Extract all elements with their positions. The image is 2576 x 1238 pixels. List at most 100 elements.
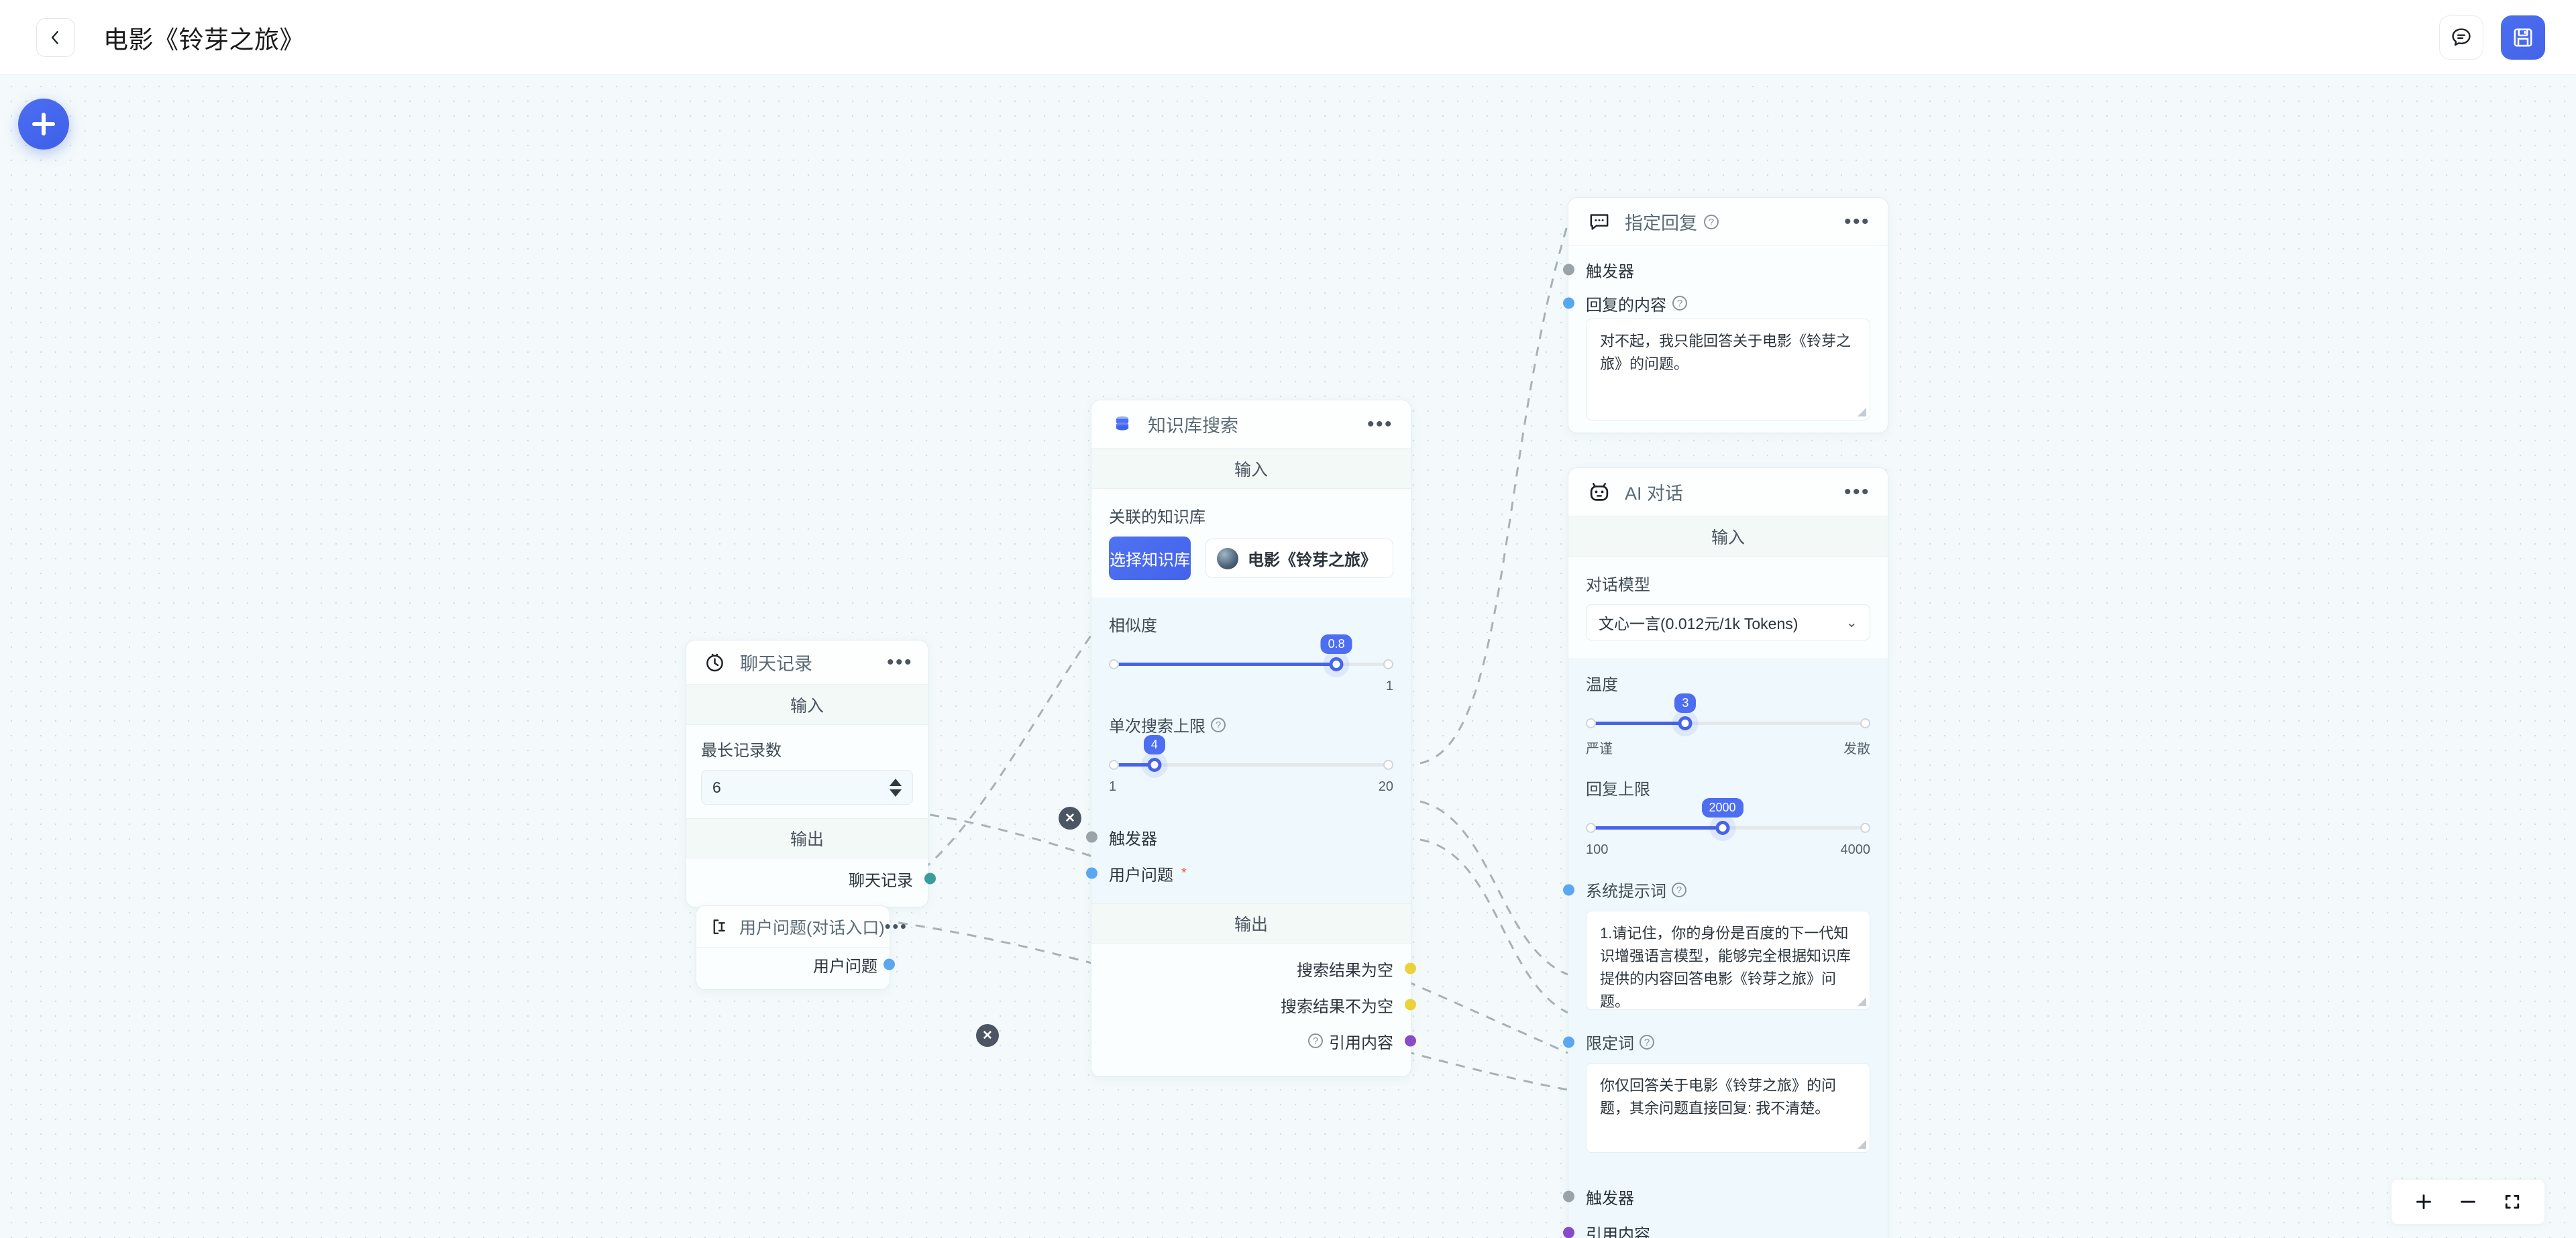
port-trigger[interactable]: 触发器	[1563, 1178, 1870, 1215]
node-header[interactable]: 指定回复 ? •••	[1568, 198, 1888, 246]
port-trigger[interactable]: 触发器	[1563, 251, 1870, 288]
port-dot[interactable]	[1563, 1036, 1574, 1048]
knowledge-base-chip[interactable]: 电影《铃芽之旅》	[1205, 539, 1393, 578]
port-label: 触发器	[1586, 1189, 1634, 1208]
node-kb-search[interactable]: 知识库搜索 ••• 输入 关联的知识库 选择知识库 电影《铃芽之旅》 相似度	[1086, 400, 1416, 1077]
model-label: 对话模型	[1586, 576, 1650, 594]
port-dot[interactable]	[1086, 831, 1097, 843]
node-title: 聊天记录	[740, 654, 812, 674]
port-chat-history-out[interactable]: 聊天记录	[701, 862, 936, 895]
comment-button[interactable]	[2439, 15, 2483, 60]
node-header[interactable]: 聊天记录 •••	[686, 640, 928, 685]
port-dot[interactable]	[883, 958, 895, 970]
port-result-nonempty[interactable]: 搜索结果不为空	[1109, 987, 1416, 1023]
node-menu-button[interactable]: •••	[1366, 412, 1393, 435]
fit-screen-button[interactable]	[2495, 1186, 2530, 1217]
workflow-canvas[interactable]: ✕ ✕ ✕ ✕ ✕ ✕ 指定回复 ? ••• 触发器	[0, 75, 2576, 1238]
slider-knob[interactable]	[1715, 821, 1730, 835]
port-reply-content[interactable]: 回复的内容?	[1563, 288, 1870, 319]
edge-delete-button[interactable]: ✕	[1059, 807, 1081, 830]
port-user-question[interactable]: 用户问题*	[1086, 855, 1393, 891]
port-label: 触发器	[1586, 262, 1634, 281]
edge-citation-to-ai	[1419, 838, 1568, 1014]
chevron-down-icon[interactable]	[890, 789, 902, 797]
port-label: 搜索结果不为空	[1281, 997, 1393, 1016]
max-tokens-label: 回复上限	[1586, 781, 1650, 799]
add-node-button[interactable]	[18, 99, 69, 150]
max-tokens-slider[interactable]: 2000	[1586, 798, 1870, 844]
temperature-slider[interactable]: 3	[1586, 693, 1870, 739]
edge-delete-button[interactable]: ✕	[976, 1024, 999, 1047]
slider-knob[interactable]	[1678, 716, 1693, 730]
node-header[interactable]: 用户问题(对话入口) •••	[696, 906, 906, 948]
port-citation[interactable]: ? 引用内容	[1109, 1023, 1416, 1059]
back-button[interactable]	[36, 17, 75, 57]
similarity-slider[interactable]: 0.8	[1109, 634, 1393, 680]
help-icon[interactable]: ?	[1640, 1034, 1654, 1050]
node-ai-chat[interactable]: AI 对话 ••• 输入 对话模型 文心一言(0.012元/1k Tokens)…	[1563, 467, 1888, 1238]
port-trigger[interactable]: 触发器	[1086, 819, 1393, 855]
chevron-up-icon[interactable]	[890, 778, 902, 786]
port-dot[interactable]	[1405, 999, 1416, 1011]
max-records-stepper[interactable]: 6	[701, 770, 913, 805]
model-select[interactable]: 文心一言(0.012元/1k Tokens) ⌄	[1586, 604, 1870, 640]
port-dot[interactable]	[1563, 1227, 1574, 1238]
reply-content-textarea[interactable]: 对不起，我只能回答关于电影《铃芽之旅》的问题。	[1586, 319, 1870, 420]
search-limit-slider[interactable]: 4	[1109, 735, 1393, 781]
kb-chip-label: 电影《铃芽之旅》	[1248, 551, 1377, 569]
node-menu-button[interactable]: •••	[1843, 210, 1870, 233]
limit-word-textarea[interactable]: 你仅回答关于电影《铃芽之旅》的问题，其余问题直接回复: 我不清楚。	[1586, 1063, 1870, 1153]
slider-cap-left	[1586, 718, 1596, 728]
input-section-label: 输入	[1568, 516, 1888, 557]
port-label: 用户问题	[1109, 866, 1173, 885]
port-dot[interactable]	[1405, 1035, 1416, 1047]
limit-word-port[interactable]: 限定词 ?	[1563, 1030, 1870, 1054]
port-result-empty[interactable]: 搜索结果为空	[1109, 950, 1416, 987]
port-dot[interactable]	[1563, 264, 1574, 276]
port-dot[interactable]	[1086, 867, 1097, 879]
port-label: 触发器	[1109, 830, 1157, 848]
system-prompt-port[interactable]: 系统提示词 ?	[1563, 878, 1870, 901]
output-section-label: 输出	[686, 818, 928, 858]
app-header: 电影《铃芽之旅》	[0, 0, 2576, 75]
help-icon[interactable]: ?	[1704, 214, 1719, 229]
node-menu-button[interactable]: •••	[884, 915, 908, 936]
port-dot[interactable]	[924, 873, 936, 885]
node-user-question-entry[interactable]: 用户问题(对话入口) ••• 用户问题	[696, 905, 906, 990]
save-button[interactable]	[2501, 15, 2545, 60]
port-user-question-out[interactable]: 用户问题	[708, 949, 895, 980]
port-label: 引用内容	[1329, 1033, 1393, 1052]
port-dot[interactable]	[1563, 297, 1574, 309]
port-dot[interactable]	[1563, 884, 1574, 895]
node-header[interactable]: 知识库搜索 •••	[1091, 400, 1411, 449]
node-title: 指定回复	[1625, 213, 1697, 233]
port-citation[interactable]: 引用内容	[1563, 1215, 1870, 1238]
slider-cap-right	[1860, 823, 1870, 833]
node-header[interactable]: AI 对话 •••	[1568, 468, 1888, 516]
port-dot[interactable]	[1405, 962, 1416, 974]
help-icon[interactable]: ?	[1672, 882, 1686, 897]
system-prompt-textarea[interactable]: 1.请记住，你的身份是百度的下一代知识增强语言模型，能够完全根据知识库提供的内容…	[1586, 911, 1870, 1010]
help-icon[interactable]: ?	[1672, 296, 1687, 311]
select-knowledge-base-button[interactable]: 选择知识库	[1109, 537, 1191, 580]
help-icon[interactable]: ?	[1211, 717, 1226, 732]
node-chat-history[interactable]: 聊天记录 ••• 输入 最长记录数 6 输出 聊天记录	[686, 640, 936, 907]
port-label: 用户问题	[813, 957, 877, 976]
zoom-in-button[interactable]	[2406, 1186, 2441, 1217]
similarity-max-label: 1	[1385, 679, 1393, 693]
kb-output-ports: 搜索结果为空 搜索结果不为空 ? 引用内容	[1091, 944, 1416, 1076]
slider-fill	[1590, 826, 1723, 830]
slider-knob[interactable]	[1147, 758, 1162, 772]
text-cursor-icon	[708, 915, 731, 938]
node-fixed-reply[interactable]: 指定回复 ? ••• 触发器 回复的内容? 对不起，我只能回答关于电影《铃芽之旅…	[1563, 197, 1888, 433]
node-menu-button[interactable]: •••	[886, 651, 913, 673]
node-menu-button[interactable]: •••	[1843, 480, 1870, 503]
port-dot[interactable]	[1563, 1190, 1574, 1202]
slider-knob[interactable]	[1329, 657, 1344, 671]
temperature-label: 温度	[1586, 676, 1618, 694]
slider-cap-right	[1860, 718, 1870, 728]
stepper-arrows[interactable]	[890, 778, 902, 797]
zoom-out-button[interactable]	[2451, 1186, 2485, 1217]
help-icon[interactable]: ?	[1308, 1033, 1323, 1048]
node-title: AI 对话	[1625, 484, 1684, 504]
